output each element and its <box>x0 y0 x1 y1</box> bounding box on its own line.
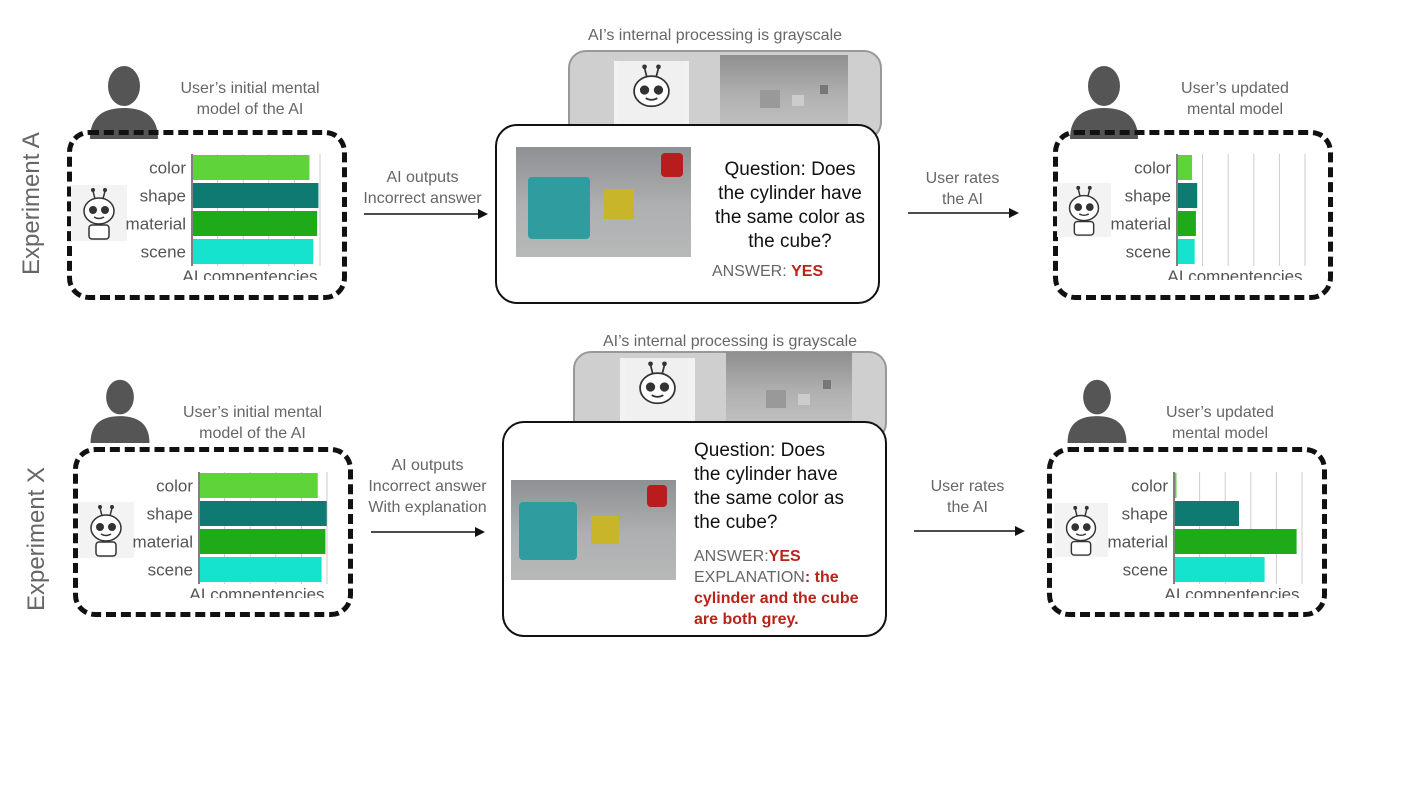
arrow-to-updated-model <box>908 208 1019 218</box>
process-caption: AI’s internal processing is grayscale <box>602 333 858 350</box>
grayscale-scene-image <box>720 55 848 127</box>
bar-scene <box>200 557 322 582</box>
bar-color <box>1175 473 1177 498</box>
robot-face-icon <box>78 502 134 558</box>
bar-shape <box>200 501 327 526</box>
category-label-color: color <box>1131 477 1168 496</box>
category-label-material: material <box>1111 215 1171 234</box>
bar-scene <box>1178 239 1195 264</box>
bar-color <box>1178 155 1193 180</box>
competency-axis-label: AI compentencies <box>1164 585 1299 598</box>
category-label-color: color <box>149 159 186 178</box>
initial-mental-model-box <box>73 447 353 617</box>
bar-shape <box>1178 183 1198 208</box>
competency-chart-updated-a: color shape material scene AI compentencies <box>1111 154 1306 280</box>
robot-face-icon <box>620 358 695 423</box>
updated-mental-model-box <box>1053 130 1333 300</box>
robot-face-icon <box>1054 503 1108 557</box>
bar-shape <box>1175 501 1239 526</box>
color-scene-image <box>516 147 691 257</box>
competency-chart-initial-x: color shape material scene AI compentencies <box>133 472 328 598</box>
category-label-shape: shape <box>1125 187 1171 206</box>
arrow-to-updated-model <box>914 526 1025 536</box>
bar-material <box>1178 211 1196 236</box>
bar-color <box>200 473 318 498</box>
bar-material <box>193 211 318 236</box>
competency-chart-updated-x: color shape material scene AI compentencies <box>1108 472 1303 598</box>
category-label-color: color <box>1134 159 1171 178</box>
bar-shape <box>193 183 319 208</box>
category-label-scene: scene <box>141 243 186 262</box>
category-label-material: material <box>1108 533 1168 552</box>
bar-scene <box>193 239 314 264</box>
experiment-a-label: Experiment A <box>18 132 45 275</box>
bar-color <box>193 155 310 180</box>
grayscale-scene-image <box>726 352 852 424</box>
person-silhouette-icon <box>90 66 158 139</box>
robot-face-icon <box>1057 183 1111 237</box>
competency-axis-label: AI compentencies <box>182 267 317 280</box>
robot-face-icon <box>614 61 689 126</box>
category-label-shape: shape <box>147 505 193 524</box>
arrow-to-answer <box>364 209 488 219</box>
competency-axis-label: AI compentencies <box>1167 267 1302 280</box>
category-label-material: material <box>133 533 193 552</box>
updated-mental-model-box <box>1047 447 1327 617</box>
initial-mental-model-box <box>67 130 347 300</box>
competency-axis-label: AI compentencies <box>189 585 324 598</box>
bar-material <box>200 529 326 554</box>
robot-face-icon <box>71 185 127 241</box>
bar-scene <box>1175 557 1265 582</box>
category-label-color: color <box>156 477 193 496</box>
category-label-scene: scene <box>148 561 193 580</box>
person-silhouette-icon <box>1067 379 1127 443</box>
category-label-scene: scene <box>1123 561 1168 580</box>
person-silhouette-icon <box>90 379 150 443</box>
category-label-material: material <box>126 215 186 234</box>
answer-text: ANSWER: YES <box>712 263 824 280</box>
category-label-scene: scene <box>1126 243 1171 262</box>
arrow-to-answer <box>371 527 485 537</box>
person-silhouette-icon <box>1070 66 1138 139</box>
experiment-x-label: Experiment X <box>23 466 50 612</box>
color-scene-image <box>511 480 676 580</box>
answer-explanation-text: ANSWER:YES EXPLANATION: the cylinder and… <box>694 548 859 628</box>
process-caption: AI’s internal processing is grayscale <box>587 27 843 44</box>
bar-material <box>1175 529 1297 554</box>
category-label-shape: shape <box>140 187 186 206</box>
category-label-shape: shape <box>1122 505 1168 524</box>
competency-chart-initial-a: color shape material scene AI compentencies <box>126 154 321 280</box>
